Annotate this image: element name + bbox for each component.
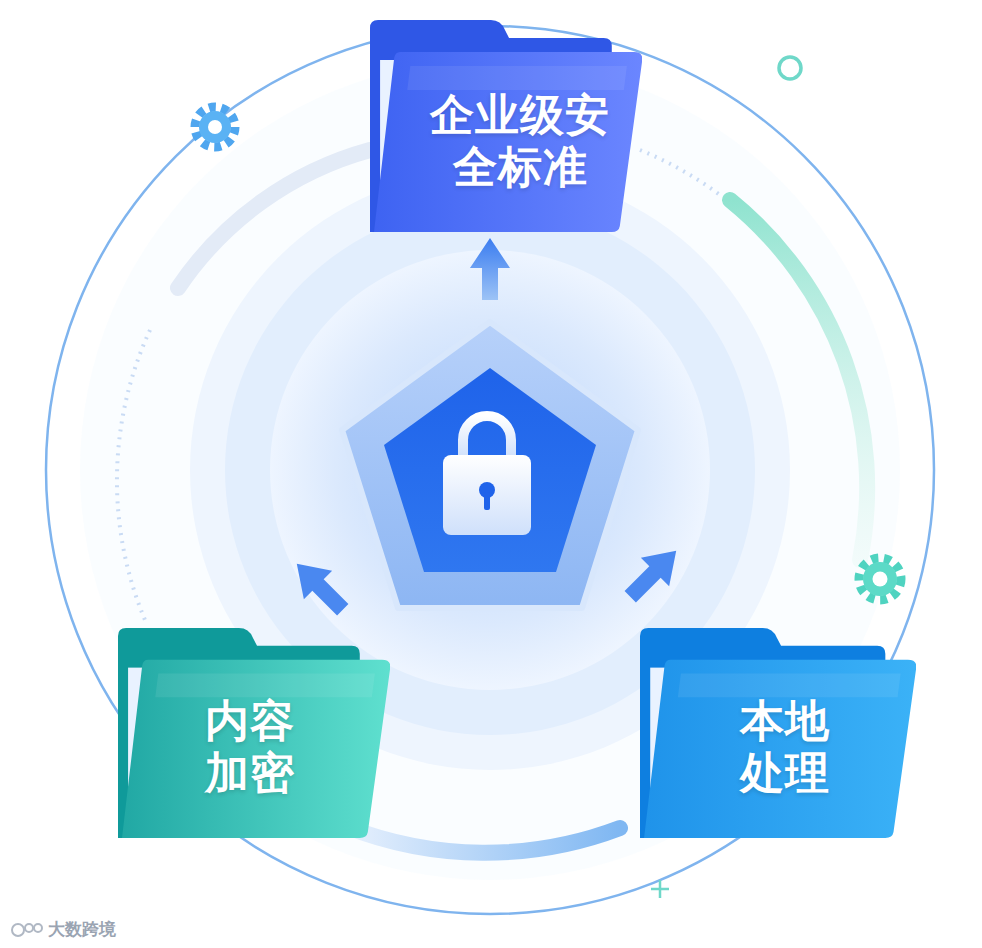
folder-front	[122, 660, 390, 838]
folder-node: 内容 加密	[118, 628, 390, 838]
folder-title: 企业级安 全标准	[427, 89, 613, 193]
folder-front	[644, 660, 916, 838]
watermark: 大数跨境	[10, 918, 116, 941]
watermark-logo	[10, 920, 44, 940]
folder-node: 企业级安 全标准	[370, 20, 642, 232]
folder-node: 本地 处理	[640, 628, 916, 838]
folder-front	[374, 52, 642, 232]
folder-title: 本地 处理	[737, 695, 833, 799]
watermark-text: 大数跨境	[48, 918, 116, 941]
folder-title: 内容 加密	[202, 695, 298, 799]
